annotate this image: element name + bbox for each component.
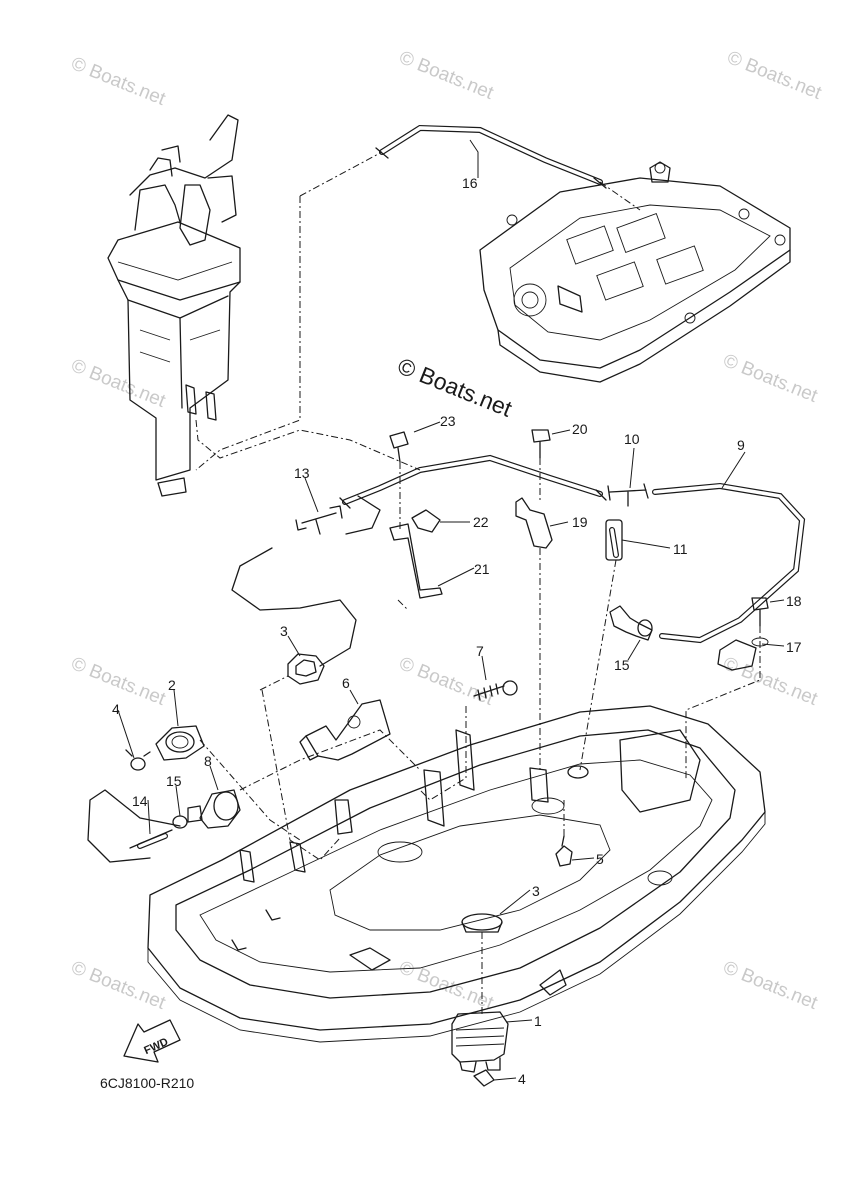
diagram-code: 6CJ8100-R210 <box>100 1075 194 1091</box>
exhaust-plate <box>479 161 791 383</box>
callout-5: 5 <box>596 851 604 867</box>
callout-3-bottom: 3 <box>532 883 540 899</box>
assembly-lines <box>195 151 761 1014</box>
fwd-arrow: FWD <box>123 1019 181 1063</box>
callout-17: 17 <box>786 639 802 655</box>
callout-9: 9 <box>737 437 745 453</box>
callout-22: 22 <box>473 514 489 530</box>
callout-15-left: 15 <box>166 773 182 789</box>
callout-15-right: 15 <box>614 657 630 673</box>
leader-lines <box>117 139 785 1081</box>
callout-10: 10 <box>624 431 640 447</box>
bottom-cowling <box>147 705 766 1043</box>
callout-21: 21 <box>474 561 490 577</box>
callout-16: 16 <box>462 175 478 191</box>
callout-7: 7 <box>476 643 484 659</box>
small-parts <box>125 429 769 1087</box>
callout-2: 2 <box>168 677 176 693</box>
watermark: © Boats.net <box>396 47 497 104</box>
watermark: © Boats.net <box>720 957 821 1014</box>
watermark: © Boats.net <box>724 47 825 104</box>
watermark: © Boats.net <box>720 350 821 407</box>
watermark-layer: © Boats.net © Boats.net © Boats.net © Bo… <box>68 47 825 1014</box>
callout-3-top: 3 <box>280 623 288 639</box>
callout-6: 6 <box>342 675 350 691</box>
callout-4-left: 4 <box>112 701 120 717</box>
watermark: © Boats.net <box>396 653 497 710</box>
fwd-label: FWD <box>142 1036 170 1057</box>
watermark: © Boats.net <box>68 53 169 110</box>
callout-23: 23 <box>440 413 456 429</box>
callout-1: 1 <box>534 1013 542 1029</box>
callouts: 16 23 20 10 9 13 22 19 11 21 18 17 15 3 … <box>112 175 802 1087</box>
callout-13: 13 <box>294 465 310 481</box>
callout-14: 14 <box>132 793 148 809</box>
callout-11: 11 <box>673 541 688 557</box>
hoses <box>87 124 806 863</box>
callout-8: 8 <box>204 753 212 769</box>
callout-4-bottom: 4 <box>518 1071 526 1087</box>
center-watermark: © Boats.net <box>394 353 516 422</box>
watermark: © Boats.net <box>68 957 169 1014</box>
engine-block <box>107 114 241 497</box>
callout-19: 19 <box>572 514 588 530</box>
callout-20: 20 <box>572 421 588 437</box>
callout-18: 18 <box>786 593 802 609</box>
watermark: © Boats.net <box>68 355 169 412</box>
watermark: © Boats.net <box>720 653 821 710</box>
